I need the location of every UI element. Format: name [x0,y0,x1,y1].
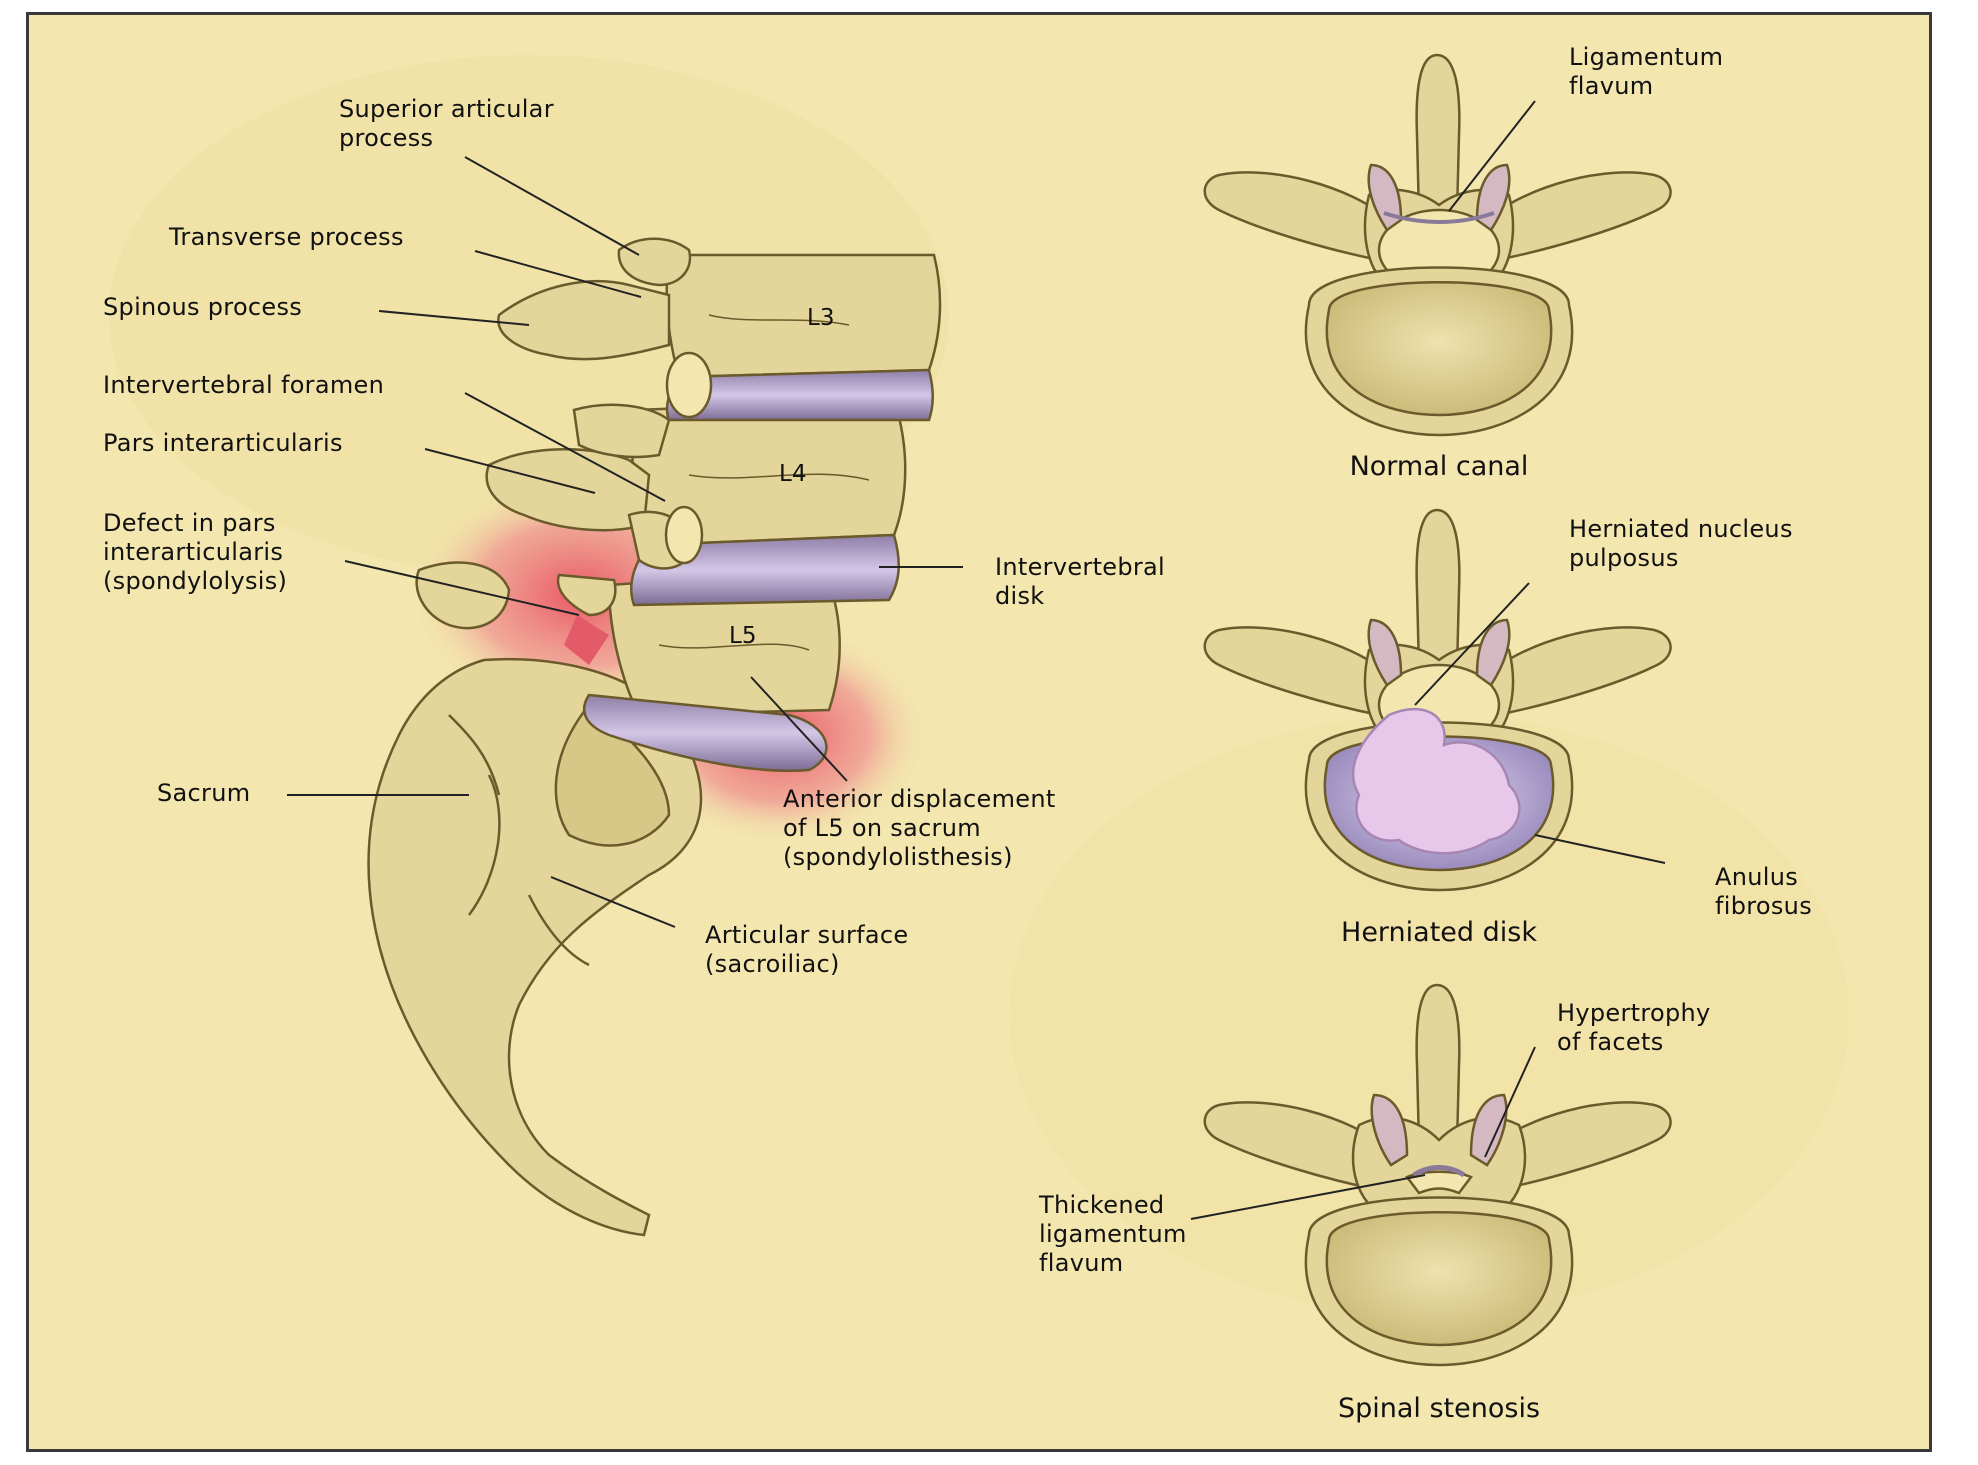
label-sacrum: Sacrum [157,779,251,807]
label-superior-articular-process: Superior articular process [339,95,554,152]
label-transverse-process: Transverse process [169,223,404,251]
axial-vertebra-herniated [1203,508,1672,892]
L3-body [665,253,942,379]
figure-frame: L3 L4 L5 [26,12,1932,1452]
caption-spinal-stenosis: Spinal stenosis [1337,1393,1541,1424]
label-thickened-ligamentum-flavum: Thickened ligamentum flavum [1039,1191,1187,1277]
vertebra-label-L5: L5 [729,623,756,649]
lumbar-spine-side-view [367,237,942,1237]
label-intervertebral-foramen: Intervertebral foramen [103,371,385,399]
vertebra-label-L3: L3 [807,305,834,331]
label-hypertrophy-of-facets: Hypertrophy of facets [1557,999,1711,1056]
disk-L5-S1 [583,693,828,772]
anatomy-illustration: L3 L4 L5 [29,15,1929,1449]
label-articular-surface: Articular surface (sacroiliac) [705,921,909,978]
label-anulus-fibrosus: Anulus fibrosus [1715,863,1812,920]
label-spinous-process: Spinous process [103,293,303,321]
leader-lines [287,100,1666,1220]
label-ligamentum-flavum: Ligamentum flavum [1569,43,1724,100]
axial-vertebra-stenosis [1203,983,1672,1367]
label-anterior-displacement: Anterior displacement of L5 on sacrum (s… [783,785,1056,871]
caption-normal-canal: Normal canal [1349,451,1529,482]
label-pars-interarticularis: Pars interarticularis [103,429,343,457]
label-herniated-nucleus-pulposus: Herniated nucleus pulposus [1569,515,1793,572]
caption-herniated-disk: Herniated disk [1341,917,1537,948]
label-defect-spondylolysis: Defect in pars interarticularis (spondyl… [103,509,288,595]
axial-vertebra-normal [1203,53,1672,437]
vertebra-label-L4: L4 [779,461,806,487]
herniated-nucleus [1351,707,1521,855]
label-intervertebral-disk: Intervertebral disk [995,553,1166,610]
L5-body [607,568,841,717]
